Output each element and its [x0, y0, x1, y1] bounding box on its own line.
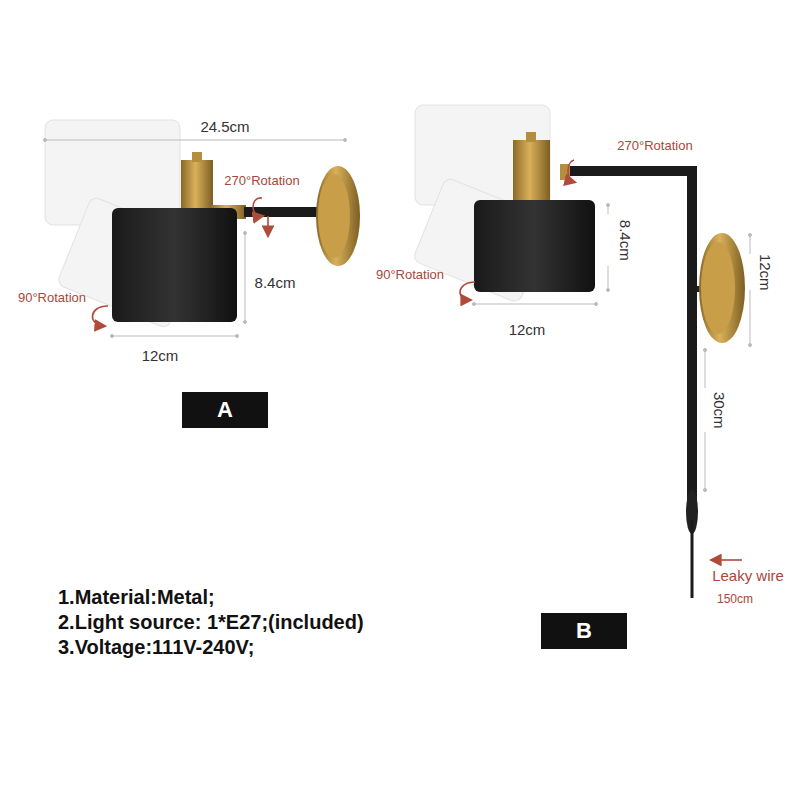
variant-letter: A: [217, 397, 233, 423]
rotation-label: 90°Rotation: [18, 291, 86, 305]
variant-box: A: [182, 392, 268, 428]
variant-letter: B: [576, 618, 592, 644]
note-label: 150cm: [717, 593, 753, 606]
spec-line: 1.Material:Metal;: [58, 586, 215, 608]
rotation-label: 90°Rotation: [376, 268, 444, 282]
dimension-label: 12cm: [756, 254, 773, 291]
lamp-a: [112, 152, 360, 322]
dimension-label: 8.4cm: [255, 275, 296, 292]
dimension-lines: [44, 139, 752, 492]
spec-line: 2.Light source: 1*E27;(included): [58, 611, 364, 633]
dimension-label: 30cm: [710, 392, 727, 429]
lamp-b: [474, 132, 745, 598]
rotation-label: 270°Rotation: [617, 139, 692, 153]
variant-box: B: [541, 613, 627, 649]
dimension-label: 12cm: [509, 322, 546, 339]
dimension-label: 24.5cm: [200, 119, 249, 136]
rotation-label: 270°Rotation: [224, 174, 299, 188]
dimension-label: 8.4cm: [616, 220, 633, 261]
note-label: Leaky wire: [712, 568, 784, 585]
spec-line: 3.Voltage:111V-240V;: [58, 636, 254, 658]
dimension-label: 12cm: [142, 348, 179, 365]
rotation-arrows: [92, 160, 742, 560]
